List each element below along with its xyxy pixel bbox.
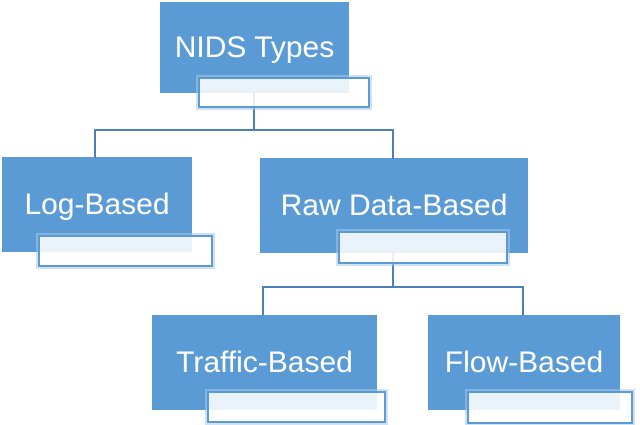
node-log-based-label: Log-Based: [24, 187, 170, 221]
node-log-based-subshape: [38, 235, 213, 267]
node-traffic-based-subshape: [207, 391, 386, 423]
node-nids-types-label: NIDS Types: [174, 30, 335, 64]
connector-rail-level2: [94, 129, 394, 131]
node-traffic-based-label: Traffic-Based: [176, 345, 353, 379]
node-flow-based-subshape: [467, 391, 633, 424]
connector-raw-drop: [392, 252, 394, 288]
node-nids-types-subshape: [198, 77, 370, 108]
node-raw-data-based-subshape: [338, 231, 508, 264]
connector-drop-flow-based: [522, 286, 524, 315]
connector-drop-log-based: [94, 129, 96, 158]
connector-drop-raw-data-based: [392, 129, 394, 159]
connector-drop-traffic-based: [262, 286, 264, 315]
node-raw-data-based-label: Raw Data-Based: [280, 188, 508, 222]
connector-root-drop: [253, 93, 255, 131]
connector-rail-level3: [262, 286, 524, 288]
node-flow-based-label: Flow-Based: [444, 345, 604, 379]
